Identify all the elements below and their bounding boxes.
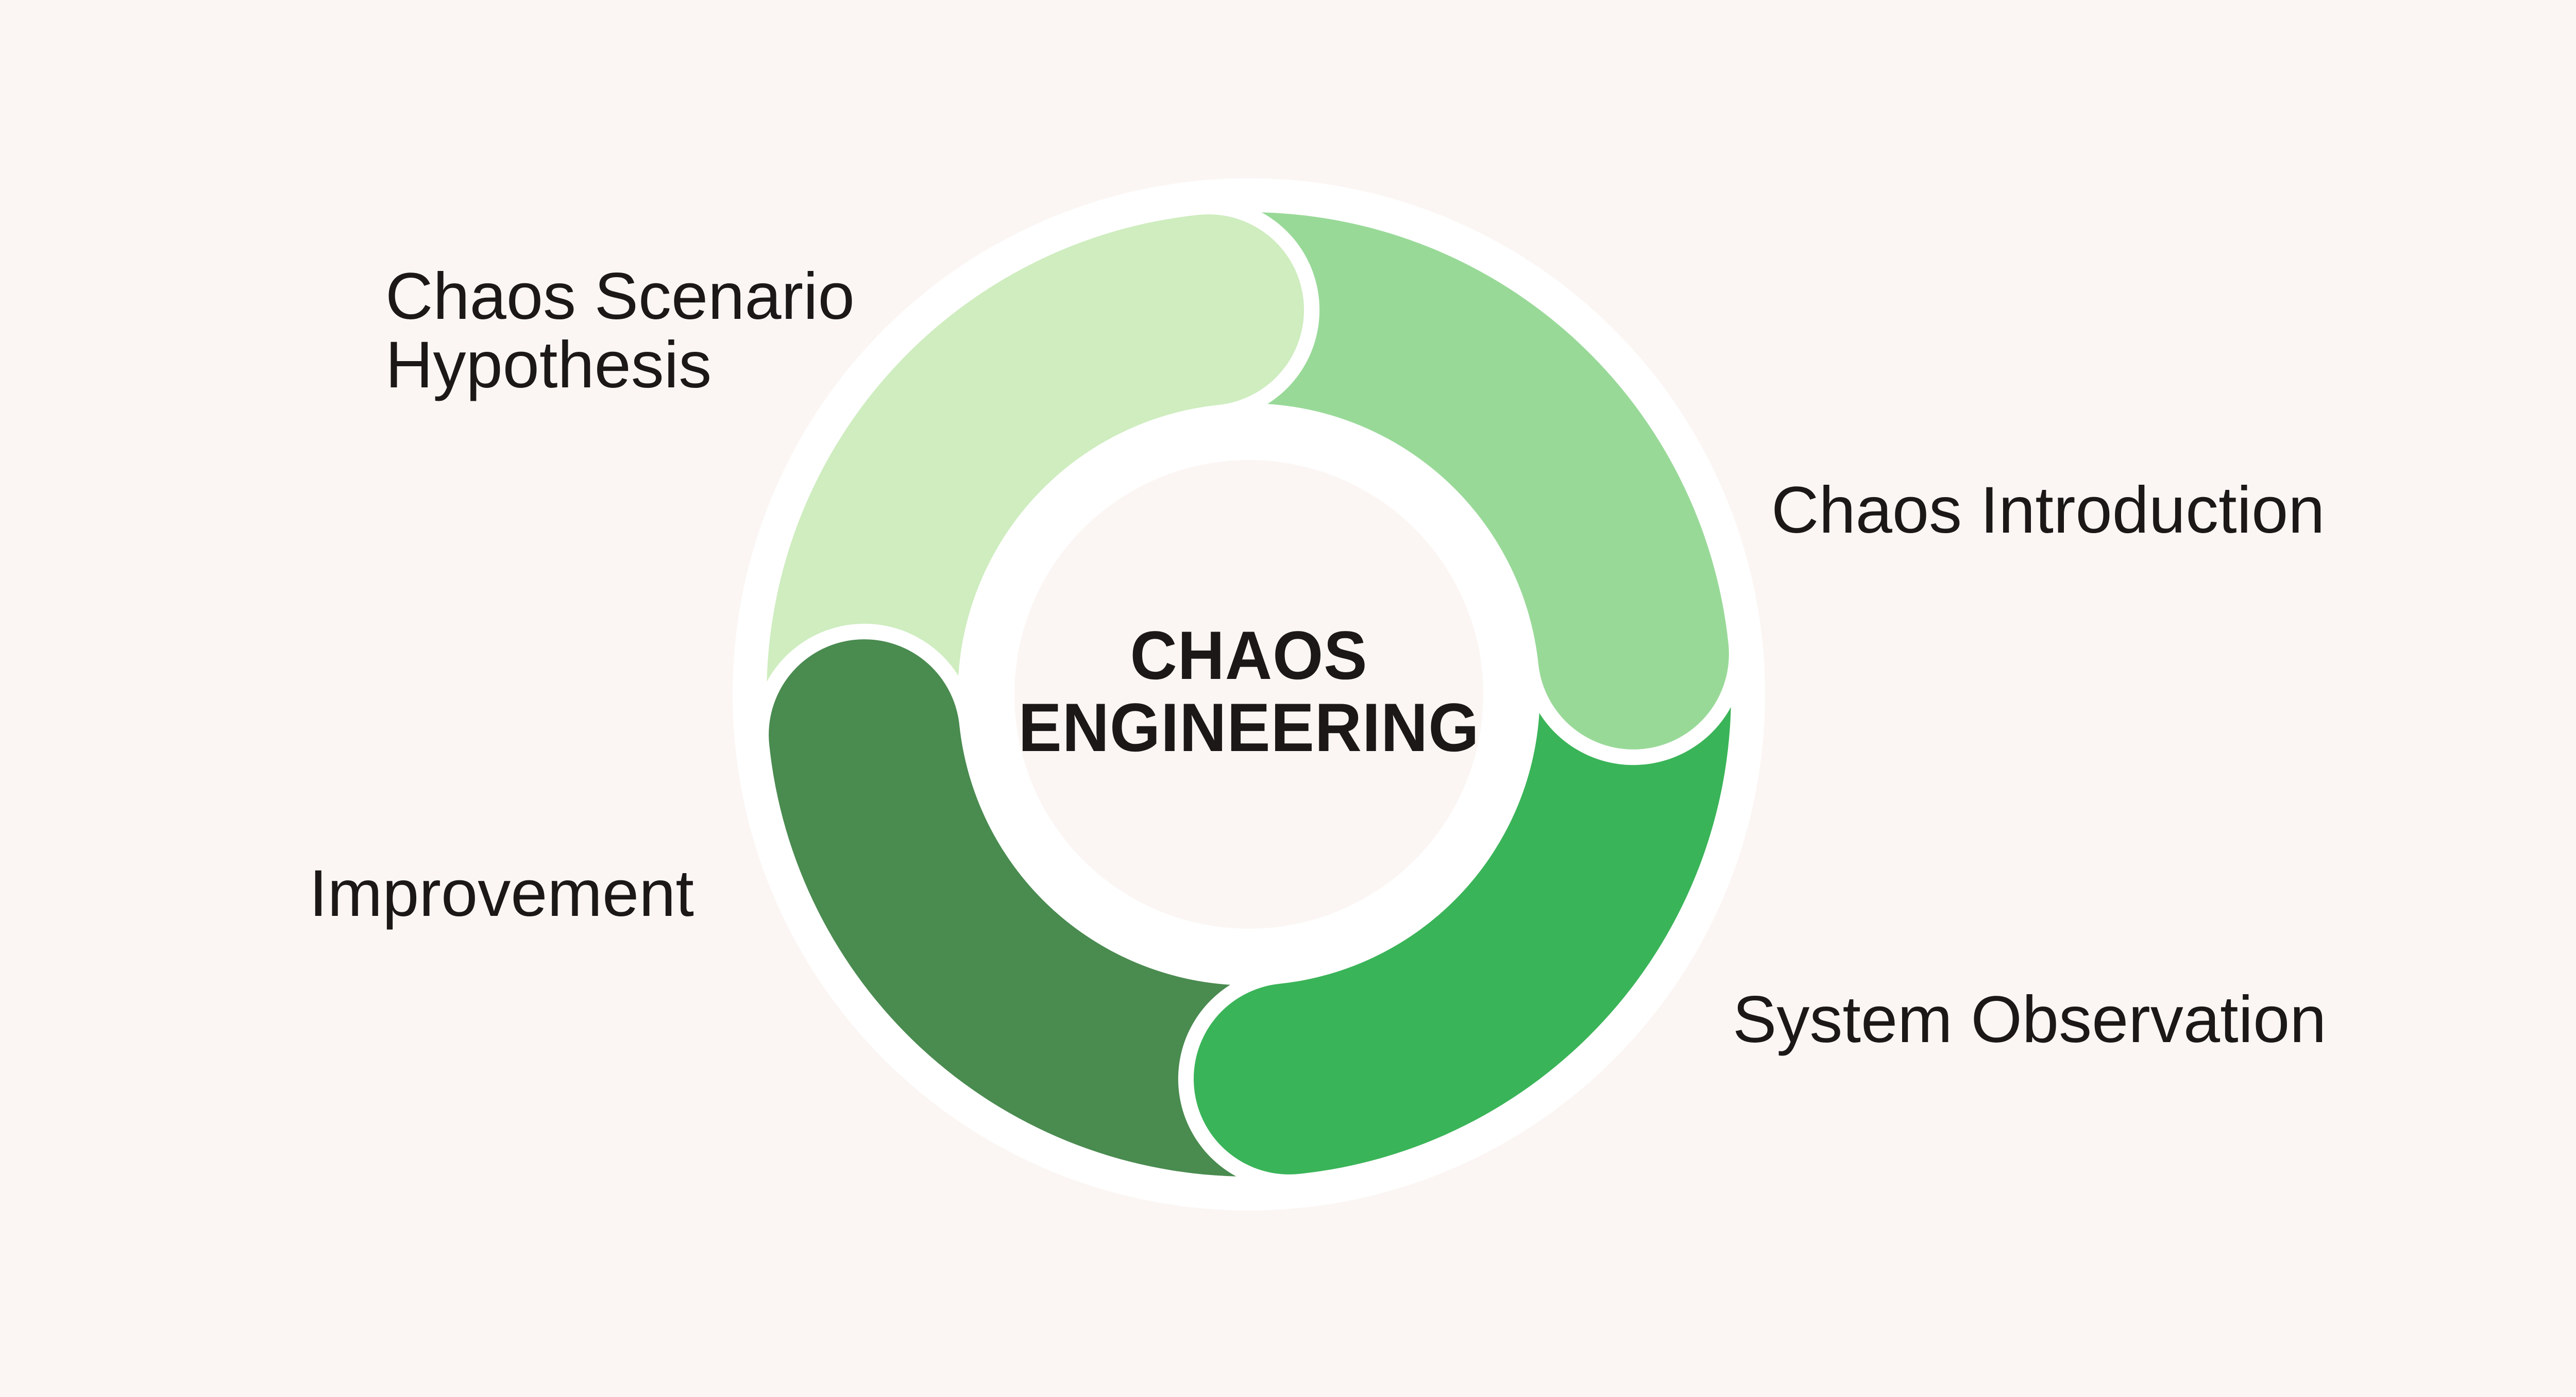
label-improvement: Improvement (309, 857, 694, 930)
cycle-inner-hole (1014, 460, 1483, 929)
segment-system-observation (1193, 707, 1731, 1174)
segment-chaos-scenario-hypothesis (767, 214, 1304, 682)
segment-improvement (769, 639, 1236, 1177)
label-system-observation: System Observation (1733, 983, 2327, 1057)
segment-chaos-introduction (1261, 212, 1729, 749)
label-chaos-introduction: Chaos Introduction (1771, 473, 2325, 547)
label-chaos-scenario-hypothesis: Chaos Scenario Hypothesis (385, 260, 855, 402)
center-title: CHAOS ENGINEERING (1018, 618, 1480, 766)
